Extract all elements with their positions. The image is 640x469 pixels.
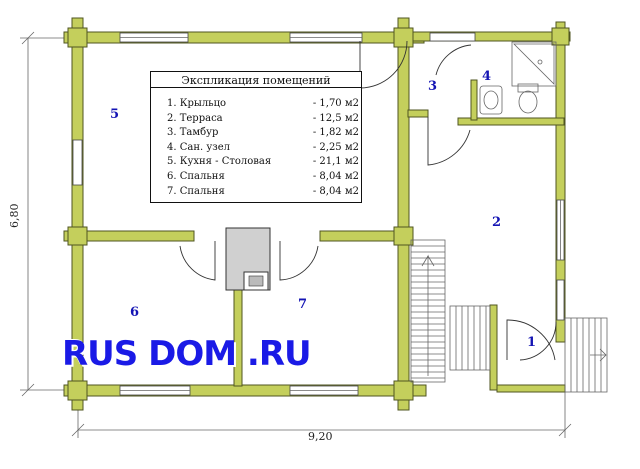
- width-dimension: 9,20: [308, 430, 333, 443]
- legend-room-name: 2. Терраса: [167, 112, 223, 124]
- room-7-label: 7: [298, 297, 307, 312]
- windows: [72, 32, 565, 396]
- room-5-label: 5: [110, 107, 119, 122]
- height-dimension: 6,80: [8, 204, 21, 229]
- stair-tread: [410, 239, 446, 383]
- room-6-label: 6: [130, 305, 139, 320]
- legend-room-name: 1. Крыльцо: [167, 98, 227, 109]
- porch-arrow: [590, 348, 607, 362]
- legend-room-area: - 2,25 м2: [312, 141, 359, 153]
- legend-room-area: - 1,70 м2: [312, 98, 359, 109]
- watermark-logo: RUS DOM .RU: [62, 334, 312, 374]
- stair-tread: [449, 305, 491, 371]
- legend-row: 6. Спальня - 8,04 м2: [167, 170, 359, 185]
- room-1-label: 1: [527, 335, 536, 350]
- stove: [225, 227, 271, 291]
- legend-row: 7. Спальня - 8,04 м2: [167, 185, 359, 200]
- legend-room-area: - 21,1 м2: [312, 156, 359, 168]
- legend-row: 4. Сан. узел - 2,25 м2: [167, 141, 359, 156]
- room-2-label: 2: [492, 215, 501, 230]
- stair-direction-arrow: [421, 254, 435, 376]
- legend-room-area: - 1,82 м2: [312, 127, 359, 139]
- legend-rows: 1. Крыльцо- 1,70 м2 2. Терраса- 12,5 м2 …: [167, 97, 359, 199]
- staircase: [410, 239, 491, 383]
- room-3-label: 3: [428, 79, 437, 94]
- legend-room-area: - 12,5 м2: [312, 112, 359, 124]
- legend-title: Экспликация помещений: [181, 74, 331, 87]
- legend-room-name: 5. Кухня - Столовая: [167, 156, 272, 168]
- legend-room-area: - 8,04 м2: [312, 185, 359, 197]
- legend-room-name: 3. Тамбур: [167, 127, 219, 139]
- bathroom-fixtures: [479, 41, 557, 115]
- room-explication-table: Экспликация помещений 1. Крыльцо - 1,70 м…: [150, 71, 362, 203]
- porch-board: [564, 317, 608, 393]
- room-4-label: 4: [482, 69, 491, 84]
- dimension-lines: [20, 31, 572, 438]
- legend-divider: [151, 87, 361, 88]
- legend-row: 1. Крыльцо - 1,70 м2: [167, 97, 359, 112]
- legend-row: 5. Кухня - Столовая - 21,1 м2: [167, 155, 359, 170]
- legend-room-name: 4. Сан. узел: [167, 141, 230, 153]
- legend-room-name: 7. Спальня: [167, 185, 225, 197]
- legend-room-name: 6. Спальня: [167, 170, 225, 182]
- walls: [63, 17, 571, 411]
- doors: [179, 40, 557, 361]
- legend-row: 3. Тамбур - 1,82 м2: [167, 126, 359, 141]
- legend-room-area: - 8,04 м2: [312, 170, 359, 182]
- porch: [564, 317, 608, 393]
- legend-row: 2. Терраса - 12,5 м2: [167, 112, 359, 127]
